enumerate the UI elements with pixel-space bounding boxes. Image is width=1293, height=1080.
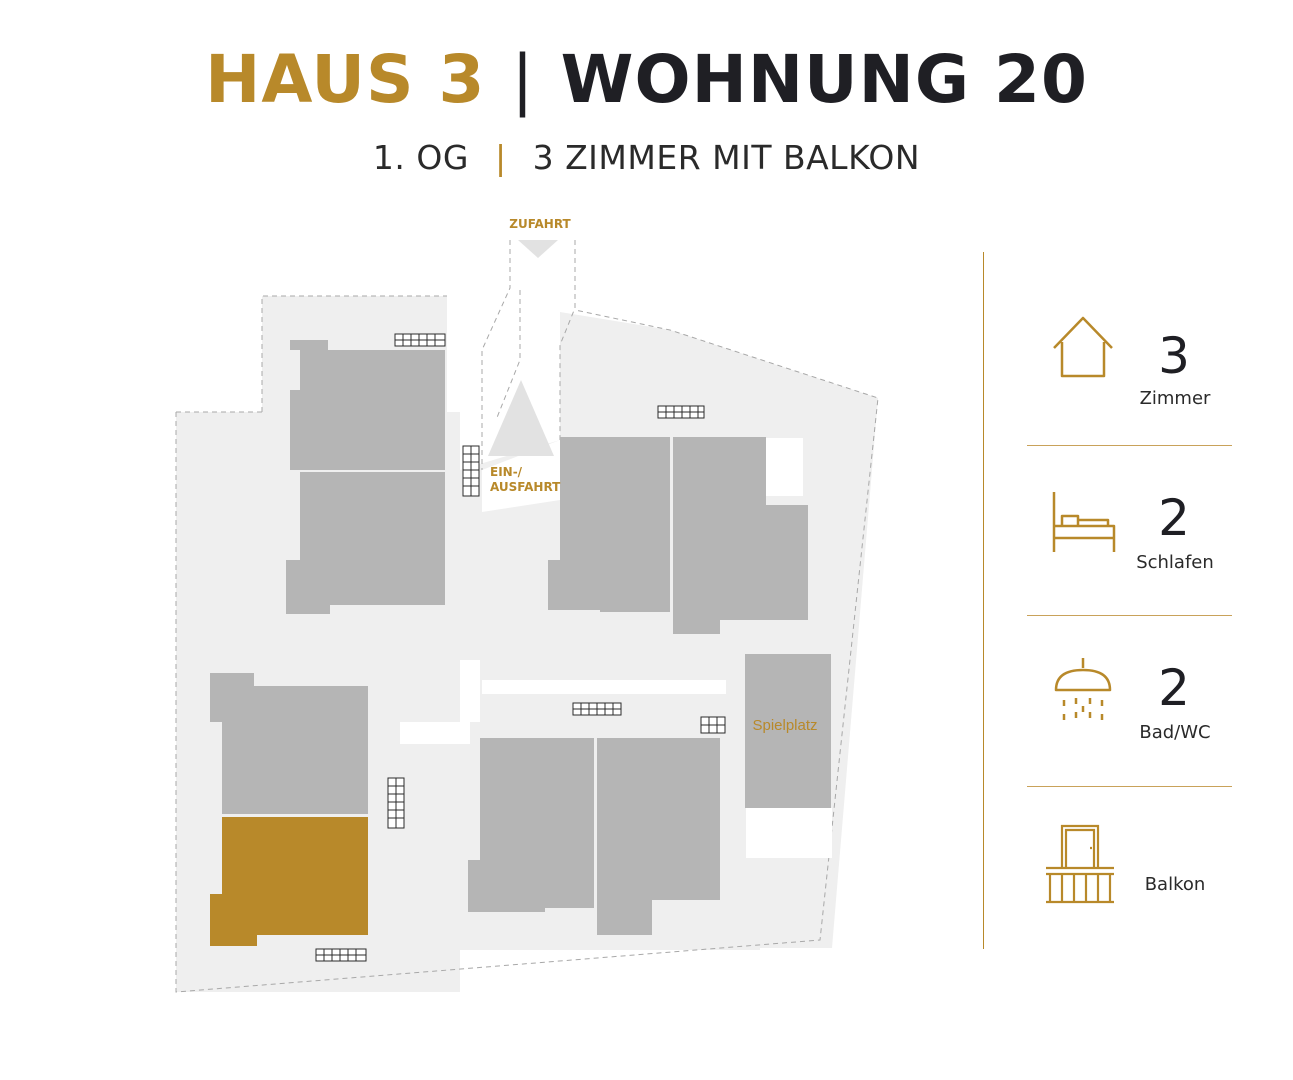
subtitle-separator: | bbox=[494, 138, 507, 177]
driveway-label-line1: EIN-/ bbox=[490, 465, 523, 479]
floor-label: 1. OG bbox=[372, 138, 469, 177]
entrance-arrow-icon bbox=[518, 240, 558, 258]
rooms-summary: 3 ZIMMER MIT BALKON bbox=[532, 138, 921, 177]
bathrooms-count: 2 bbox=[1158, 659, 1190, 717]
rooms-label: Zimmer bbox=[1139, 388, 1211, 409]
feature-divider bbox=[1027, 445, 1232, 446]
bed-icon bbox=[1052, 492, 1116, 552]
bike-racks bbox=[315, 333, 726, 962]
house-number: HAUS 3 bbox=[205, 41, 486, 118]
feature-bathrooms: 2 Bad/WC bbox=[1030, 652, 1240, 762]
sidebar-divider bbox=[983, 252, 984, 949]
feature-rooms: 3 Zimmer bbox=[1030, 310, 1240, 420]
page-subtitle: 1. OG | 3 ZIMMER MIT BALKON bbox=[0, 138, 1293, 178]
highlighted-apartment bbox=[210, 817, 368, 946]
house-icon bbox=[1053, 316, 1113, 378]
feature-divider bbox=[1027, 615, 1232, 616]
shower-icon bbox=[1054, 658, 1112, 720]
driveway-triangle bbox=[488, 380, 554, 456]
bedrooms-label: Schlafen bbox=[1136, 552, 1214, 573]
feature-balcony: Balkon bbox=[1030, 820, 1240, 910]
bathrooms-label: Bad/WC bbox=[1139, 722, 1211, 743]
bedrooms-count: 2 bbox=[1158, 489, 1190, 547]
feature-bedrooms: 2 Schlafen bbox=[1030, 480, 1240, 590]
balcony-label: Balkon bbox=[1144, 874, 1206, 895]
rooms-count: 3 bbox=[1158, 327, 1190, 385]
title-separator: | bbox=[511, 41, 535, 118]
driveway-label-line2: AUSFAHRT bbox=[490, 480, 561, 494]
apartment-number: WOHNUNG 20 bbox=[560, 41, 1088, 118]
entrance-label: ZUFAHRT bbox=[509, 217, 571, 231]
feature-divider bbox=[1027, 786, 1232, 787]
paths bbox=[400, 438, 832, 858]
page-title: HAUS 3 | WOHNUNG 20 bbox=[0, 40, 1293, 120]
property-boundary bbox=[175, 240, 879, 993]
balcony-icon bbox=[1046, 824, 1114, 904]
playground-label: Spielplatz bbox=[752, 717, 817, 734]
buildings bbox=[210, 340, 831, 935]
